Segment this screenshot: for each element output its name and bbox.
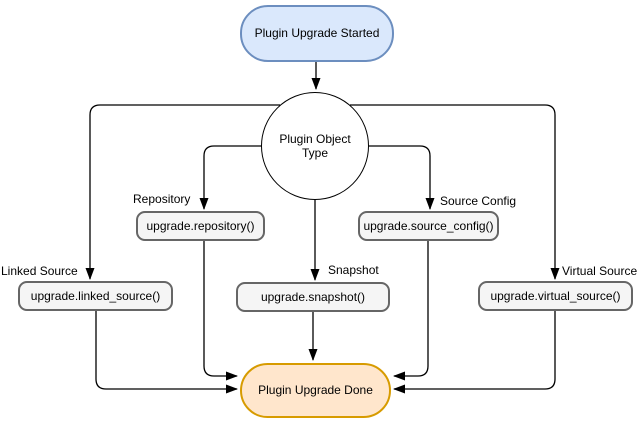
node-start-label: Plugin Upgrade Started bbox=[254, 26, 380, 41]
node-decision-label-line1: Plugin Object bbox=[279, 131, 351, 146]
edge-label-source-config: Source Config bbox=[440, 194, 517, 208]
node-action-virtual-source: upgrade.virtual_source() bbox=[478, 281, 633, 311]
node-action-repository-label: upgrade.repository() bbox=[146, 218, 255, 233]
edge-label-repository: Repository bbox=[133, 192, 191, 206]
edge-source-config-to-end bbox=[393, 241, 429, 381]
node-decision-plugin-object-type: Plugin Object Type bbox=[261, 92, 369, 200]
node-end: Plugin Upgrade Done bbox=[240, 363, 391, 418]
node-action-snapshot-label: upgrade.snapshot() bbox=[260, 289, 366, 304]
edge-label-virtual-source: Virtual Source bbox=[562, 264, 638, 278]
node-action-linked-source: upgrade.linked_source() bbox=[18, 281, 173, 311]
edge-decision-to-source-config bbox=[369, 145, 435, 210]
edge-decision-to-repository bbox=[199, 145, 261, 210]
edge-linked-source-to-end bbox=[95, 311, 238, 394]
node-action-source-config-label: upgrade.source_config() bbox=[363, 218, 494, 233]
node-action-linked-source-label: upgrade.linked_source() bbox=[30, 288, 161, 303]
edge-label-snapshot: Snapshot bbox=[328, 263, 379, 277]
node-decision-label-line2: Type bbox=[301, 146, 328, 160]
edge-decision-to-linked-source bbox=[85, 104, 280, 280]
node-action-virtual-source-label: upgrade.virtual_source() bbox=[490, 288, 621, 303]
edge-repository-to-end bbox=[203, 241, 238, 381]
node-action-repository: upgrade.repository() bbox=[136, 211, 265, 241]
edge-virtual-source-to-end bbox=[393, 311, 556, 394]
edge-decision-to-virtual-source bbox=[350, 104, 560, 280]
node-action-source-config: upgrade.source_config() bbox=[358, 211, 499, 241]
node-action-snapshot: upgrade.snapshot() bbox=[236, 282, 390, 312]
edge-label-linked-source: Linked Source bbox=[1, 264, 78, 278]
node-end-label: Plugin Upgrade Done bbox=[258, 383, 373, 398]
node-start: Plugin Upgrade Started bbox=[240, 5, 394, 62]
